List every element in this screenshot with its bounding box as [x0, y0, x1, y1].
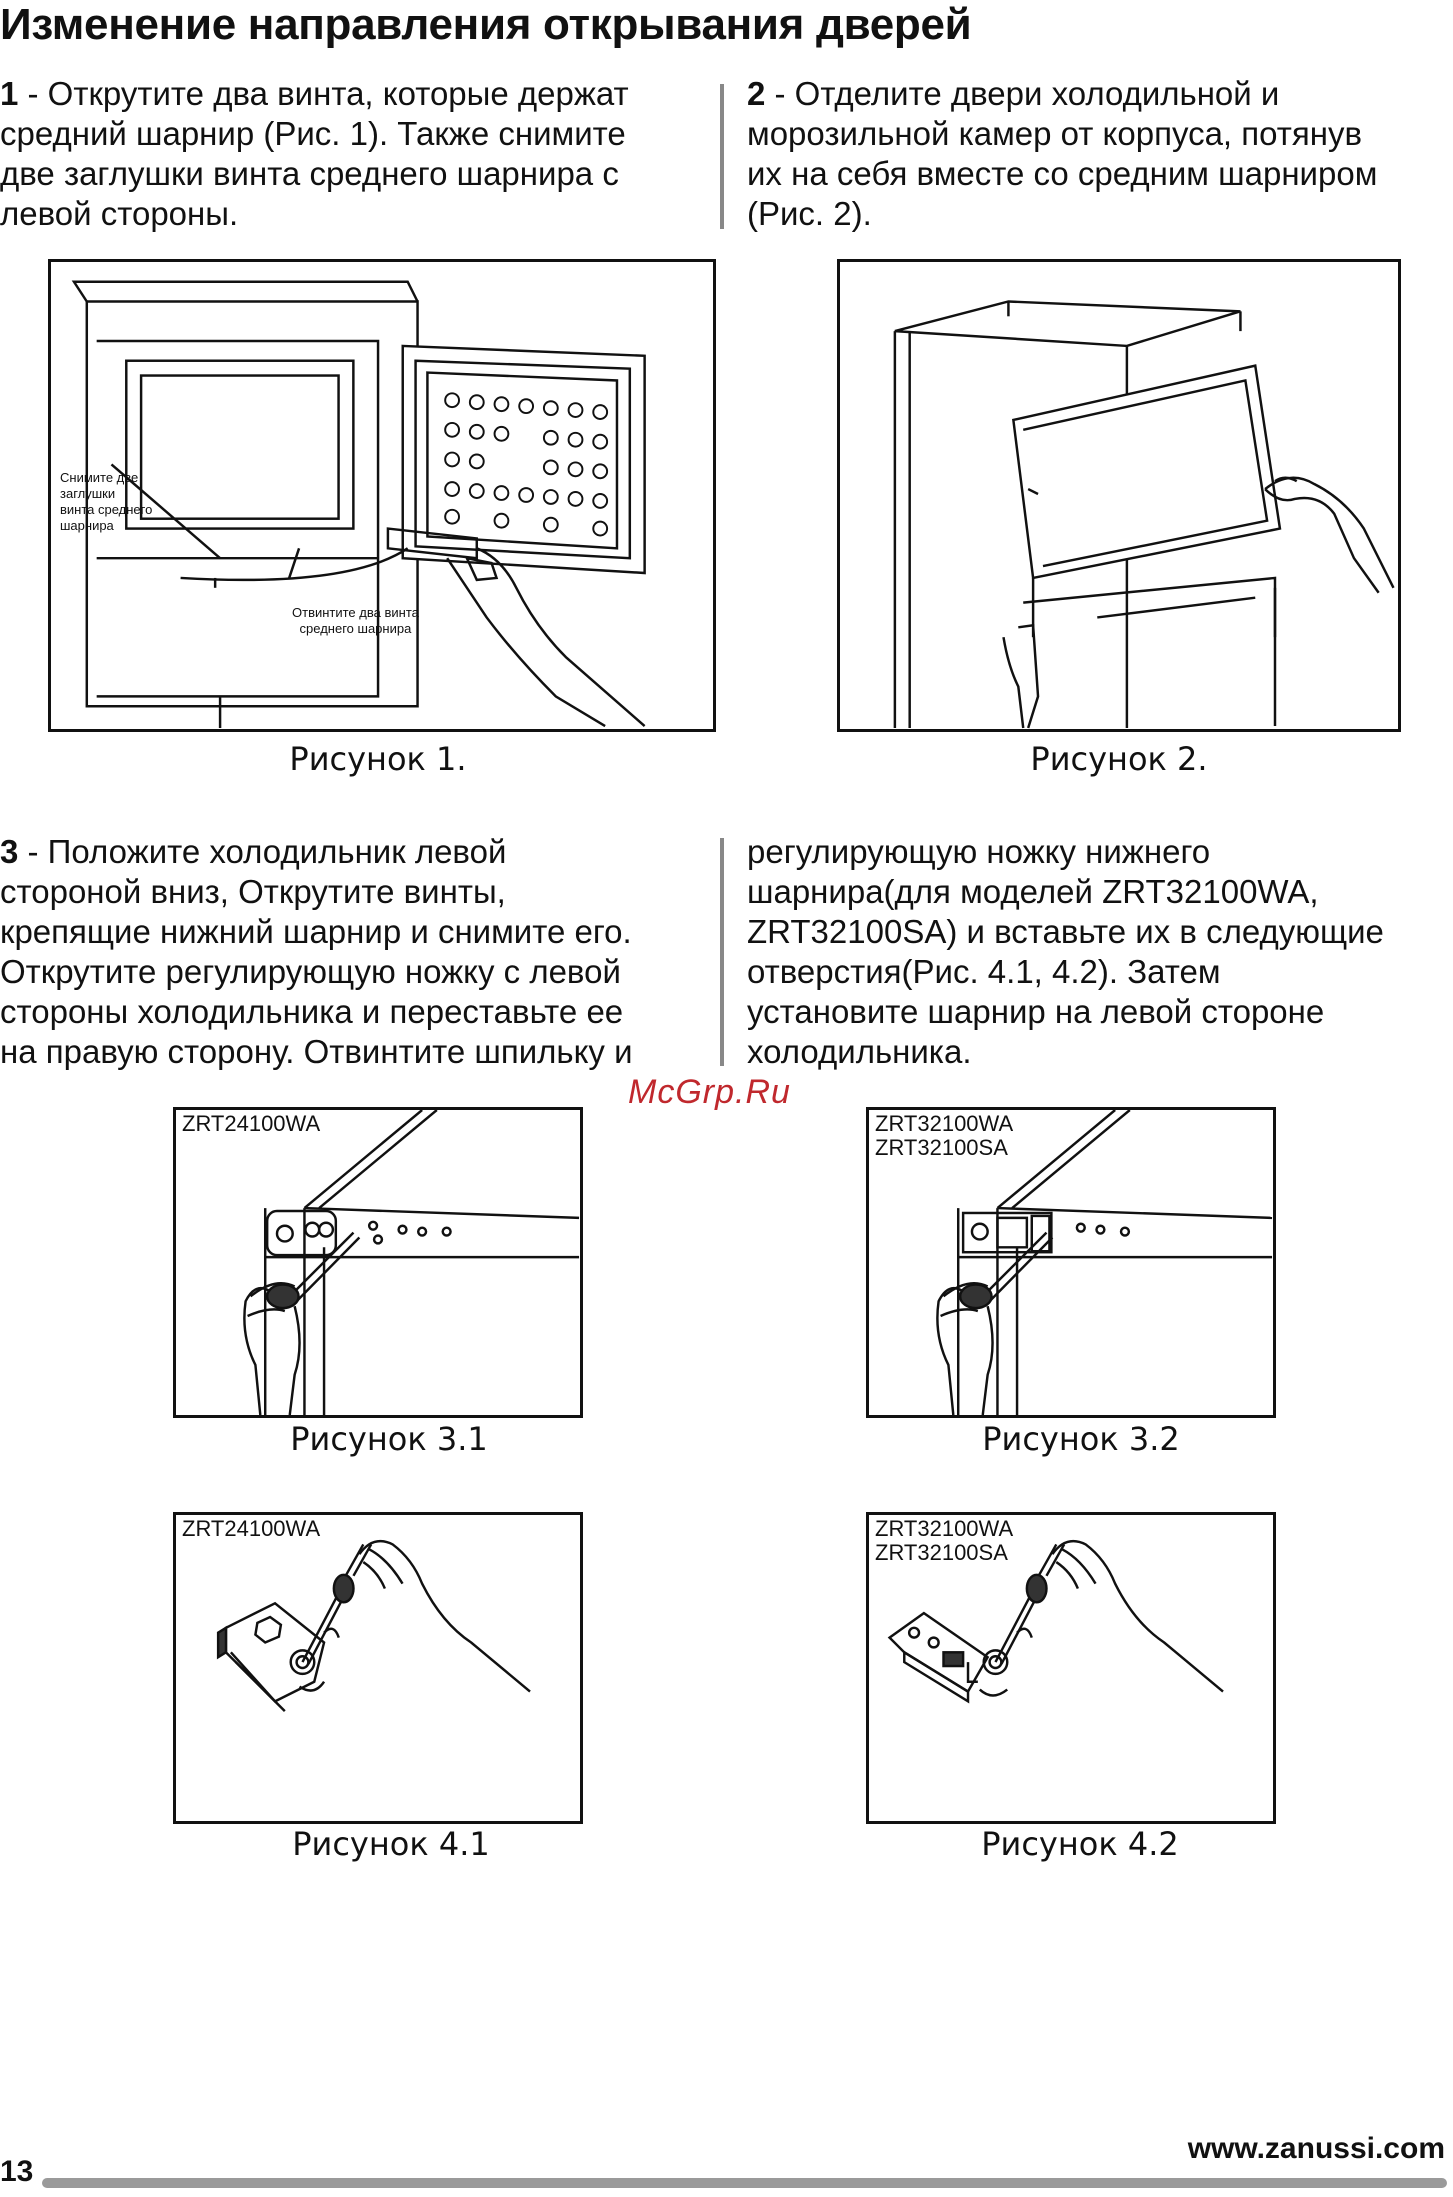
page-number: 13: [0, 2155, 34, 2188]
figure-2-illustration: [837, 259, 1401, 732]
step-3-continued: регулирующую ножку нижнего шарнира(для м…: [747, 833, 1384, 1070]
figure-3-1-model: ZRT24100WA: [182, 1111, 321, 1136]
figure-4-1-model: ZRT24100WA: [182, 1516, 321, 1541]
website-link[interactable]: www.zanussi.com: [1187, 2132, 1445, 2165]
fridge-open-freezer-drawing: [71, 280, 646, 729]
hinge-screw-drawing-3-1: [243, 1110, 580, 1415]
footer-bar: [42, 2178, 1447, 2188]
fridge-door-removal-drawing: [893, 300, 1395, 729]
step-1-text: - Открутите два винта, которые держат ср…: [0, 75, 629, 232]
column-divider-2: [720, 838, 724, 1066]
hinge-pin-drawing-4-1: [216, 1539, 531, 1713]
watermark: McGrp.Ru: [628, 1073, 791, 1111]
figure-4-2-caption: Рисунок 4.2: [981, 1825, 1179, 1863]
step-1: 1 - Открутите два винта, которые держат …: [0, 74, 700, 234]
step-3-number: 3: [0, 833, 19, 870]
figure-1-callout-plugs: Снимите две заглушки винта среднего шарн…: [60, 470, 153, 533]
figure-3-2-illustration: ZRT32100WA ZRT32100SA: [866, 1107, 1276, 1418]
figure-3-2-caption: Рисунок 3.2: [982, 1420, 1180, 1458]
step-1-number: 1: [0, 75, 19, 112]
figure-3-1-illustration: ZRT24100WA: [173, 1107, 583, 1418]
figure-4-2-illustration: ZRT32100WA ZRT32100SA: [866, 1512, 1276, 1824]
figure-1-callout-screws: Отвинтите два винта среднего шарнира: [292, 605, 419, 636]
column-divider: [720, 84, 724, 229]
figure-4-2-model: ZRT32100WA ZRT32100SA: [875, 1516, 1014, 1565]
figure-1-illustration: [48, 259, 716, 732]
hinge-screw-drawing-3-2: [936, 1110, 1273, 1415]
step-3: 3 - Положите холодильник левой стороной …: [0, 832, 710, 1072]
figure-2-caption: Рисунок 2.: [1030, 740, 1208, 778]
step-2-number: 2: [747, 75, 766, 112]
step-2: 2 - Отделите двери холодильной и морозил…: [747, 74, 1447, 234]
figure-4-1-caption: Рисунок 4.1: [292, 1825, 490, 1863]
hinge-pin-drawing-4-2: [887, 1539, 1224, 1704]
figure-4-1-illustration: ZRT24100WA: [173, 1512, 583, 1824]
step-3-text: - Положите холодильник левой стороной вн…: [0, 833, 633, 1070]
figure-1-caption: Рисунок 1.: [289, 740, 467, 778]
figure-3-2-model: ZRT32100WA ZRT32100SA: [875, 1111, 1014, 1160]
page-title: Изменение направления открывания дверей: [0, 0, 972, 49]
figure-3-1-caption: Рисунок 3.1: [290, 1420, 488, 1458]
step-2-text: - Отделите двери холодильной и морозильн…: [747, 75, 1378, 232]
